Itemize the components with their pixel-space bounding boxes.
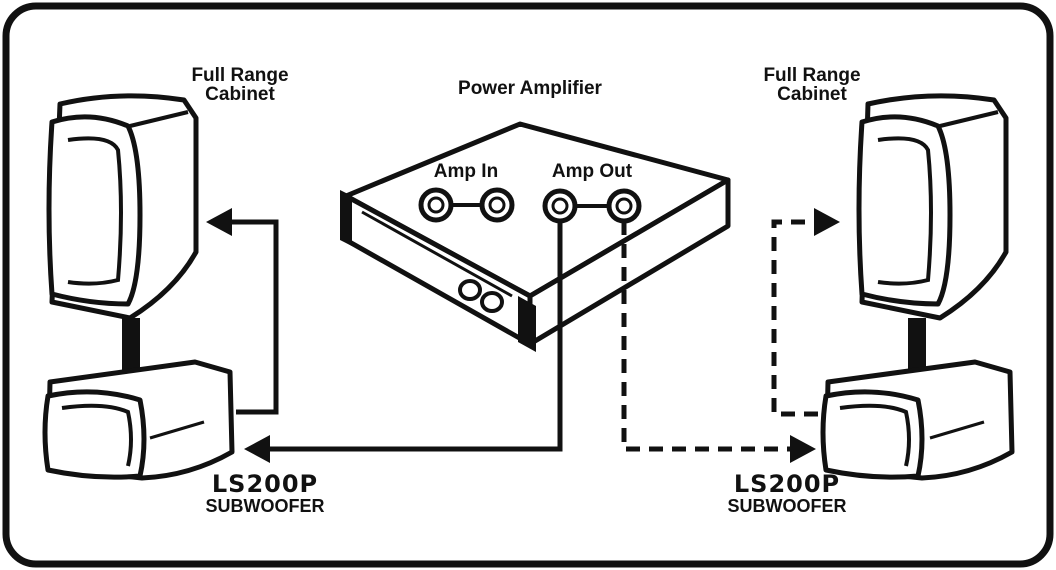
left-cabinet-label-line1: Full Range <box>191 65 289 86</box>
right-full-range-cabinet <box>856 93 1009 321</box>
amp-to-left-sub-line <box>268 221 563 452</box>
right-cabinet-label-line1: Full Range <box>763 65 861 86</box>
amp-in-label: Amp In <box>433 161 499 182</box>
power-amplifier <box>340 121 731 352</box>
power-amplifier-title: Power Amplifier <box>458 78 602 99</box>
amp-out-jack-1 <box>542 188 578 224</box>
amp-in-jack-2 <box>479 187 515 223</box>
left-full-range-cabinet <box>46 93 199 321</box>
right-cabinet-label-line2: Cabinet <box>777 84 847 105</box>
right-sub-type-label: SUBWOOFER <box>727 496 847 516</box>
left-cabinet-feed-arrow <box>206 208 232 236</box>
right-cabinet-label: Full Range Cabinet <box>742 66 882 104</box>
left-subwoofer-cabinet <box>42 359 235 481</box>
amp-to-right-sub-arrow <box>790 435 816 463</box>
left-sub-model-label: LS200P <box>211 470 319 498</box>
left-sub-type-label: SUBWOOFER <box>205 496 325 516</box>
right-subwoofer-cabinet <box>820 359 1015 481</box>
amp-out-label: Amp Out <box>551 161 633 182</box>
left-cabinet-feed-line <box>228 219 279 415</box>
right-cabinet-feed-line <box>771 219 820 417</box>
left-cabinet-label-line2: Cabinet <box>205 84 275 105</box>
left-cabinet-label: Full Range Cabinet <box>170 66 310 104</box>
right-sub-model-label: LS200P <box>733 470 841 498</box>
amp-out-jack-2 <box>606 188 642 224</box>
right-cabinet-feed-arrow <box>814 208 840 236</box>
amp-to-right-sub-line <box>621 221 790 452</box>
amp-in-jack-1 <box>418 187 454 223</box>
amp-to-left-sub-arrow <box>244 435 270 463</box>
